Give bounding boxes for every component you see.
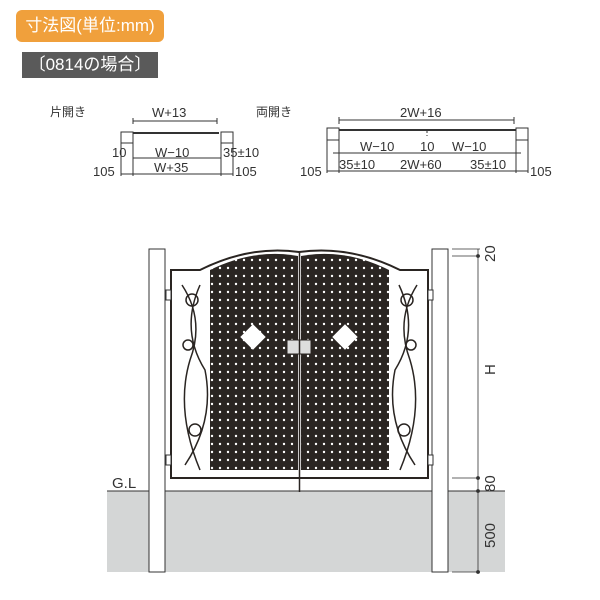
right-post-plan	[515, 127, 529, 141]
left-post	[148, 248, 166, 573]
dimension-label: 105	[300, 164, 322, 179]
single-total-dim: W+35	[154, 160, 188, 175]
dimension-label: W−10	[360, 139, 394, 154]
single-label: 片開き	[50, 105, 86, 119]
dimension-label: 35±10	[470, 157, 506, 172]
dimension-label: 10	[420, 139, 434, 154]
dimension-label: 105	[93, 164, 115, 179]
dimension-label: W−10	[452, 139, 486, 154]
title-badge: 寸法図(単位:mm)	[16, 10, 164, 42]
dimension-label: 35±10	[339, 157, 375, 172]
right-diamond-ornament	[332, 324, 358, 350]
double-top-dim: 2W+16	[400, 105, 442, 120]
top-dim: 20	[482, 245, 499, 262]
case-label: 〔0814の場合〕	[22, 52, 158, 78]
dimension-label: 35±10	[223, 145, 259, 160]
hinge	[165, 289, 172, 301]
dimension-label: 10	[112, 145, 126, 160]
dimension-label: 105	[530, 164, 552, 179]
hinge	[427, 289, 434, 301]
right-post	[431, 248, 449, 573]
embed-dim: 500	[482, 523, 499, 548]
double-swing-plan: 両開き 2W+16 W−10 10 W−10 35±10 2W+60 35±10…	[256, 105, 552, 179]
dimension-label: 105	[235, 164, 257, 179]
ground-level-label: G.L	[112, 475, 136, 492]
gate-elevation: G.L	[107, 245, 505, 574]
height-dimensions	[452, 248, 480, 574]
bottom-dim: 80	[482, 475, 499, 492]
left-leaf-panel	[210, 253, 298, 470]
left-diamond-ornament	[240, 324, 266, 350]
scroll-ornaments	[181, 284, 418, 471]
single-swing-plan: 片開き W+13 10 W−10 35±10 W+35 105 105	[50, 105, 259, 179]
double-total-dim: 2W+60	[400, 157, 442, 172]
height-dim: H	[482, 364, 499, 375]
right-post-plan	[220, 131, 234, 144]
single-inner-dim: W−10	[155, 145, 189, 160]
double-label: 両開き	[256, 105, 292, 119]
left-post-plan	[326, 127, 340, 141]
right-leaf-panel	[301, 253, 389, 470]
left-post-plan	[120, 131, 134, 144]
hinge	[165, 454, 172, 466]
hinge	[427, 454, 434, 466]
single-top-dim: W+13	[152, 105, 186, 120]
